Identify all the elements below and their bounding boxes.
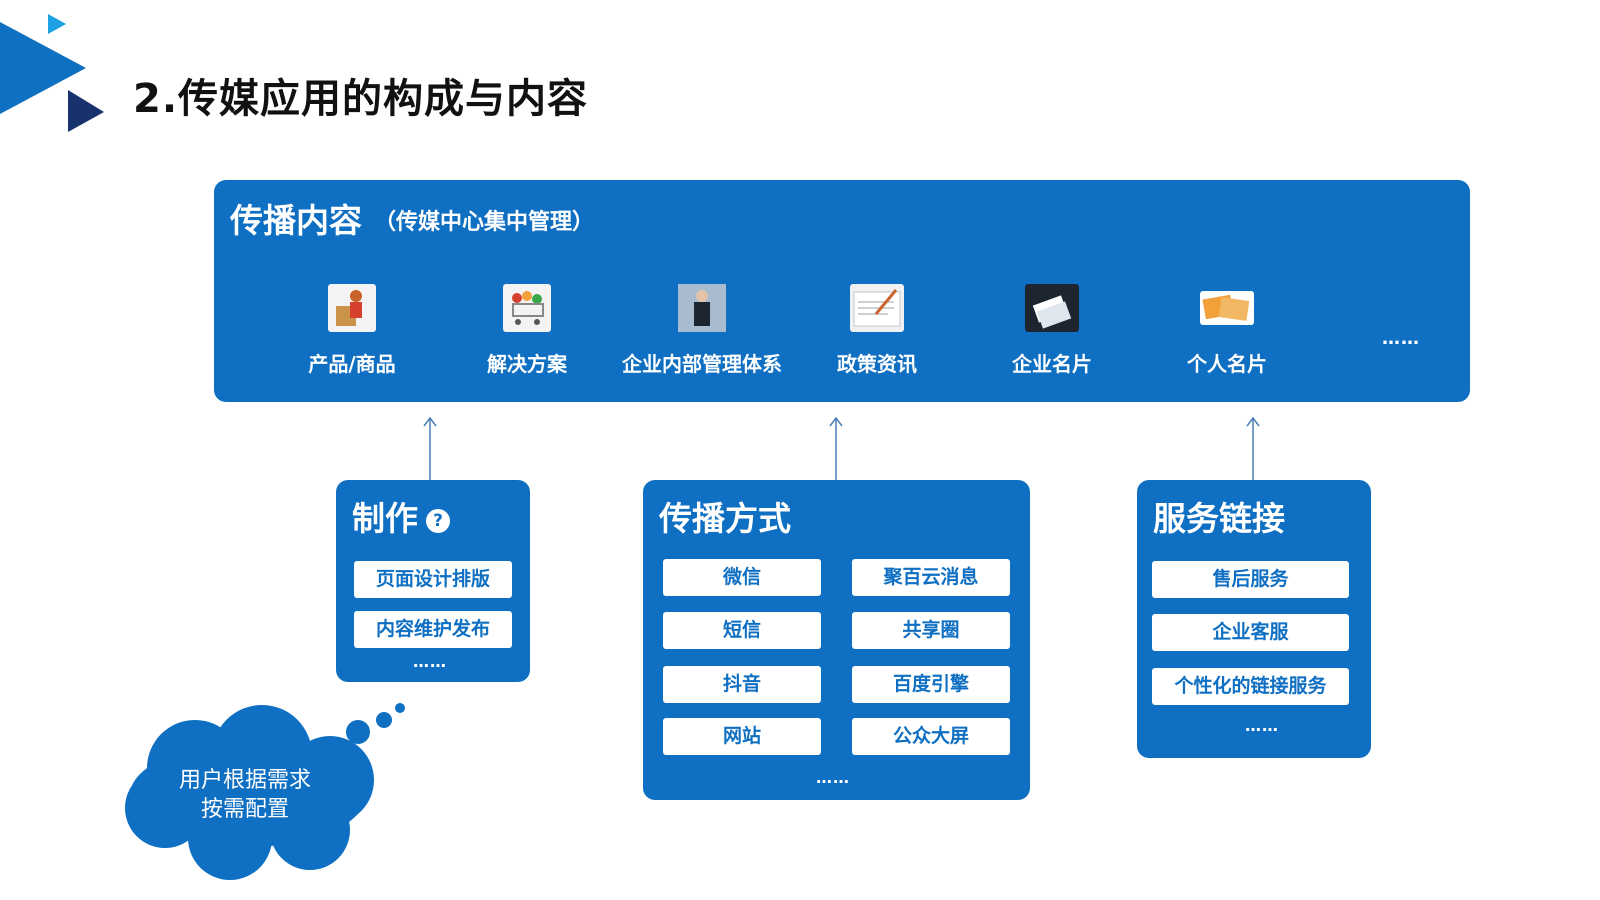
channel-item-baidu[interactable]: 百度引擎 (852, 666, 1010, 703)
content-item-solutions: 解决方案 (432, 284, 622, 377)
content-panel: 传播内容 （传媒中心集中管理） 产品/商品 解决方案 企业内部管理体系 政策资讯… (214, 180, 1470, 402)
make-more: …… (413, 652, 447, 671)
cloud-note-line: 按需配置 (200, 797, 289, 822)
content-item-management: 企业内部管理体系 (607, 284, 797, 377)
cloud-puff (125, 768, 205, 848)
channel-box: 传播方式 微信 聚百云消息 短信 共享圈 抖音 百度引擎 网站 公众大屏 …… (643, 480, 1030, 800)
page-title: 2.传媒应用的构成与内容 (133, 76, 589, 122)
channel-item-share-circle[interactable]: 共享圈 (852, 612, 1010, 649)
corner-decoration (0, 14, 104, 132)
service-item-customer-service[interactable]: 企业客服 (1152, 614, 1349, 651)
content-item-policy: 政策资讯 (782, 284, 972, 377)
content-item-label: 个人名片 (1187, 352, 1267, 376)
document-pen-icon (850, 284, 904, 332)
service-item-custom-links[interactable]: 个性化的链接服务 (1152, 668, 1349, 705)
deco-triangle-dark (68, 90, 104, 132)
cloud-puff (270, 790, 350, 870)
content-item-products: 产品/商品 (257, 284, 447, 377)
content-item-personal-card: 个人名片 (1132, 284, 1322, 377)
arrowhead-channel (829, 416, 843, 427)
channel-box-title: 传播方式 (659, 499, 791, 538)
delivery-person-icon (328, 284, 376, 332)
cloud-bubble-small (395, 703, 405, 713)
cloud-bubble-medium (376, 712, 392, 728)
cloud-puff (188, 796, 272, 880)
cloud-note-line: 用户根据需求 (178, 768, 311, 793)
cloud-note: 用户根据需求 按需配置 (160, 766, 330, 824)
make-box: 制作? 页面设计排版 内容维护发布 …… (336, 480, 530, 682)
channel-item-website[interactable]: 网站 (663, 718, 821, 755)
channel-more: …… (816, 768, 850, 787)
make-item-page-design[interactable]: 页面设计排版 (354, 561, 512, 598)
content-panel-subtitle: （传媒中心集中管理） (374, 210, 595, 235)
content-item-label: 解决方案 (487, 352, 567, 376)
content-more: …… (1382, 328, 1420, 349)
content-item-label: 产品/商品 (308, 352, 396, 376)
content-item-label: 企业名片 (1012, 352, 1092, 376)
deco-triangle-large (0, 22, 86, 114)
make-item-content-publish[interactable]: 内容维护发布 (354, 611, 512, 648)
make-box-title-text: 制作 (352, 499, 418, 538)
channel-item-jubaiyun[interactable]: 聚百云消息 (852, 559, 1010, 596)
help-icon[interactable]: ? (426, 508, 450, 533)
arrowhead-make (423, 416, 437, 427)
service-more: …… (1245, 716, 1279, 735)
arrowhead-service (1246, 416, 1260, 427)
channel-item-douyin[interactable]: 抖音 (663, 666, 821, 703)
service-item-after-sales[interactable]: 售后服务 (1152, 561, 1349, 598)
channel-item-public-screen[interactable]: 公众大屏 (852, 718, 1010, 755)
business-card-icon (1025, 284, 1079, 332)
content-item-company-card: 企业名片 (957, 284, 1147, 377)
businessman-icon (678, 284, 726, 332)
shopping-cart-icon (503, 284, 551, 332)
content-panel-title: 传播内容 (230, 201, 362, 240)
name-card-icon (1200, 291, 1254, 325)
service-box: 服务链接 售后服务 企业客服 个性化的链接服务 …… (1137, 480, 1371, 758)
service-box-title: 服务链接 (1153, 499, 1285, 538)
cloud-bubble-large (346, 720, 370, 744)
make-box-title: 制作? (352, 492, 450, 540)
deco-triangle-small (48, 14, 66, 34)
content-item-label: 企业内部管理体系 (622, 352, 782, 376)
content-item-label: 政策资讯 (837, 352, 917, 376)
channel-item-wechat[interactable]: 微信 (663, 559, 821, 596)
channel-item-sms[interactable]: 短信 (663, 612, 821, 649)
